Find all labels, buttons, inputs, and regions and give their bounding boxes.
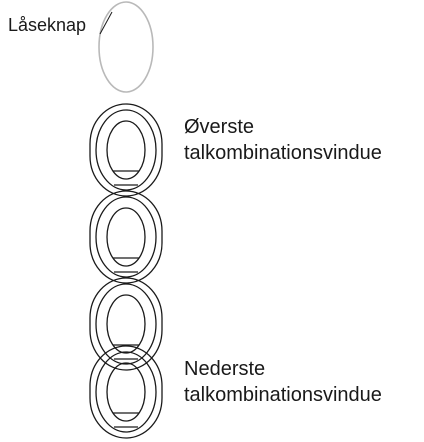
top-window-label-line-1: Øverste	[184, 116, 255, 138]
dial-ring	[95, 283, 157, 365]
dial-ring	[95, 109, 157, 191]
dial-window	[106, 120, 146, 180]
dial-outer-frame	[89, 345, 163, 439]
dial-3	[89, 277, 163, 371]
lock-label-leader	[99, 11, 113, 35]
bottom-window-label: Nederste talkombinationsvindue	[184, 356, 382, 408]
dial-2	[89, 190, 163, 284]
top-window-label-line-2: talkombinationsvindue	[184, 142, 382, 164]
dial-4	[89, 345, 163, 439]
lock-button	[98, 1, 154, 93]
bottom-window-label-line-2: talkombinationsvindue	[184, 384, 382, 406]
dial-outer-frame	[89, 103, 163, 197]
lock-button-label-text: Låseknap	[8, 15, 87, 35]
dial-ring	[95, 351, 157, 433]
dial-1	[89, 103, 163, 197]
lock-button-label: Låseknap	[8, 14, 86, 36]
bottom-window-label-line-1: Nederste	[184, 358, 266, 380]
dial-outer-frame	[89, 190, 163, 284]
dial-window	[106, 294, 146, 354]
dial-window	[106, 362, 146, 422]
top-window-label: Øverste talkombinationsvindue	[184, 114, 382, 166]
dial-ring	[95, 196, 157, 278]
dial-window	[106, 207, 146, 267]
dial-outer-frame	[89, 277, 163, 371]
